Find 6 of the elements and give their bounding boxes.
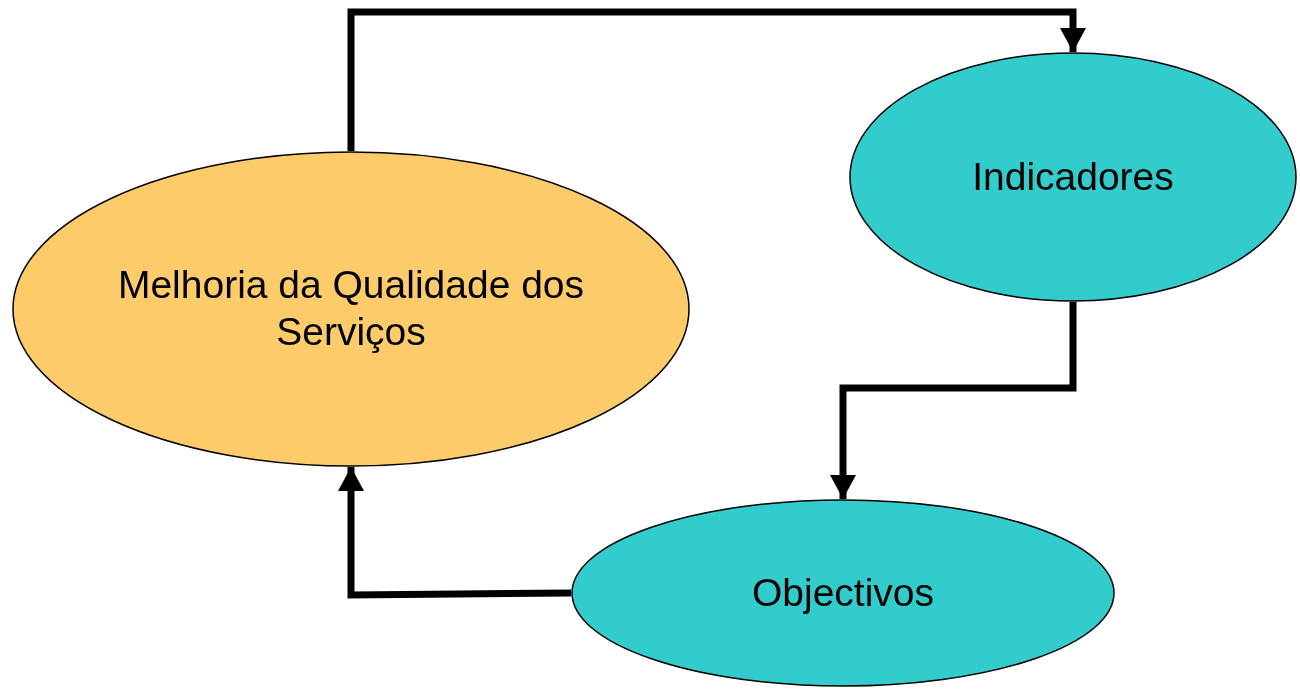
arrow bbox=[338, 467, 572, 599]
node-label: Melhoria da Qualidade dos Serviços bbox=[116, 262, 586, 355]
node-label: Objectivos bbox=[750, 569, 936, 616]
arrow bbox=[347, 8, 1086, 151]
node-label: Indicadores bbox=[971, 153, 1175, 200]
arrow bbox=[830, 302, 1077, 499]
